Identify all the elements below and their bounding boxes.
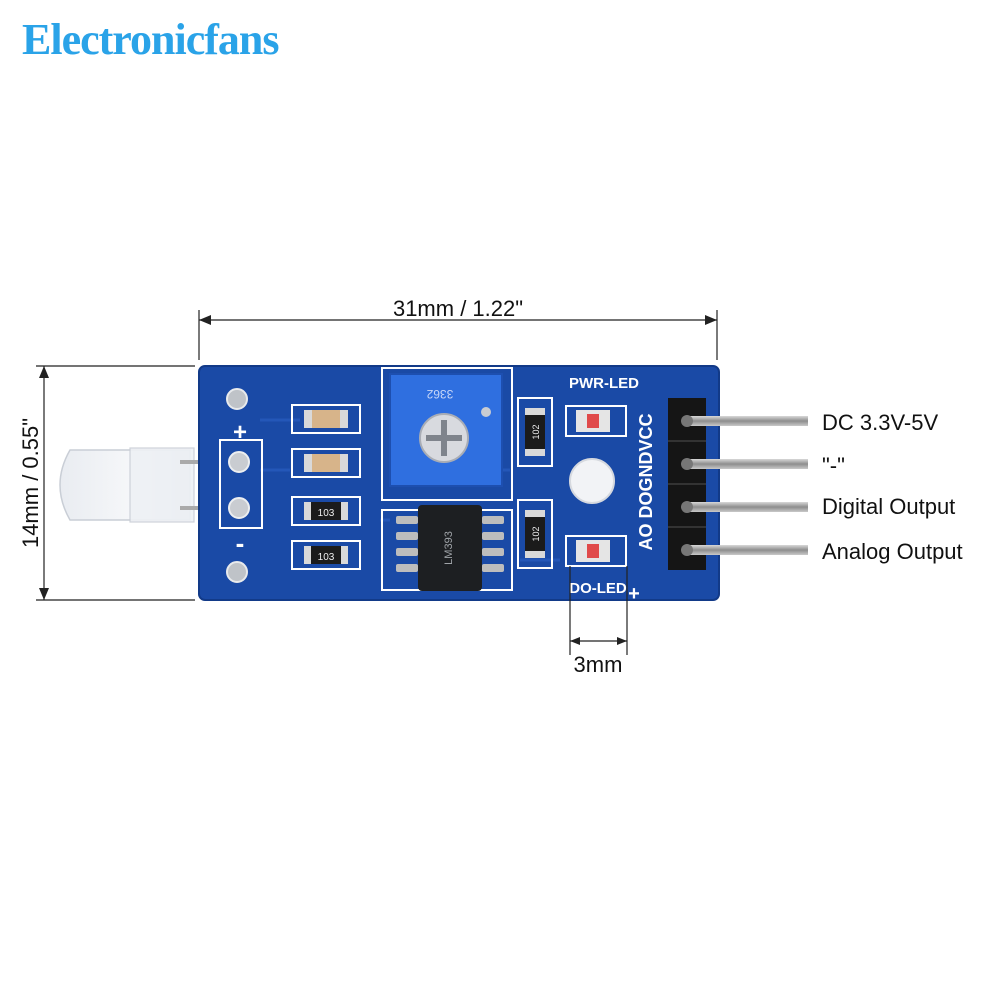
potentiometer: 3362 [381, 367, 513, 501]
pin-label-digital: Digital Output [822, 494, 955, 519]
resistor-3-code: 102 [531, 424, 541, 439]
do-led-label: DO-LED [569, 580, 627, 597]
pitch-label: 3mm [574, 652, 623, 677]
pwr-led: PWR-LED [565, 375, 639, 437]
resistor-4: 102 [517, 499, 553, 569]
mount-hole-top [226, 388, 248, 410]
capacitor-1 [291, 404, 361, 434]
width-label: 31mm / 1.22" [393, 296, 523, 321]
pin-names-silk: AO DOGNDVCC [636, 413, 656, 550]
pin-ao [686, 545, 808, 555]
capacitor-2 [291, 448, 361, 478]
pins [681, 415, 808, 556]
plus-silk-right: + [628, 583, 640, 605]
resistor-1-code: 103 [318, 508, 335, 519]
minus-silk: - [236, 528, 245, 558]
resistor-4-code: 102 [531, 526, 541, 541]
pitch-dimension: 3mm [569, 566, 628, 677]
pin-label-gnd: "-" [822, 453, 845, 478]
chip-marking: LM393 [443, 531, 455, 565]
resistor-1: 103 [291, 496, 361, 526]
pin-gnd [686, 459, 808, 469]
pin-label-analog: Analog Output [822, 539, 963, 564]
height-dimension: 14mm / 0.55" [18, 365, 195, 601]
resistor-2-code: 103 [318, 552, 335, 563]
plus-silk: + [233, 419, 247, 446]
do-led: DO-LED [565, 535, 627, 597]
brand-logo: Electronicfans [22, 15, 279, 64]
resistor-2: 103 [291, 540, 361, 570]
resistor-3: 102 [517, 397, 553, 467]
pin-do [686, 502, 808, 512]
pin-label-vcc: DC 3.3V-5V [822, 410, 938, 435]
height-label: 14mm / 0.55" [18, 418, 43, 548]
pcb-board: + - 103 [198, 365, 720, 605]
width-dimension: 31mm / 1.22" [198, 296, 718, 360]
comparator-chip: LM393 [381, 505, 513, 591]
pin-vcc [686, 416, 808, 426]
mount-hole-bottom [226, 561, 248, 583]
pwr-led-label: PWR-LED [569, 375, 639, 392]
sensor-hole [569, 458, 615, 504]
pot-code: 3362 [426, 387, 453, 401]
